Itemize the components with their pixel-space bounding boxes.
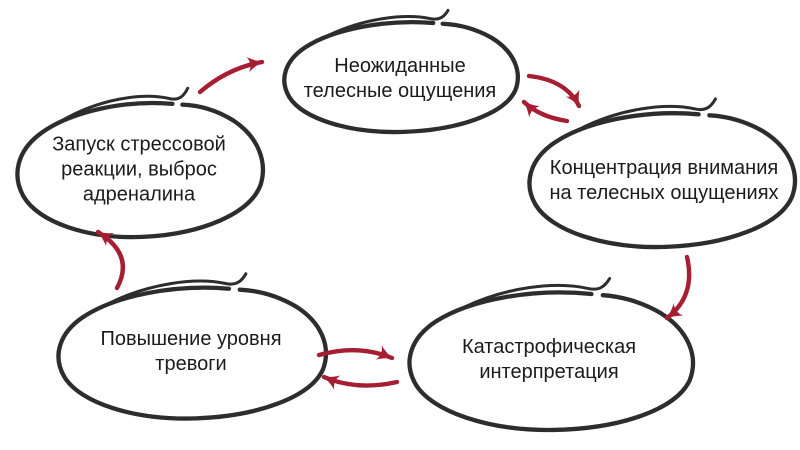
arrow-stress-response-to-unexpected-sensations xyxy=(197,56,265,95)
arrow-anxiety-increase-to-stress-response xyxy=(95,229,126,291)
node-label-line: телесные ощущения xyxy=(303,80,497,102)
node-label-line: адреналина xyxy=(82,183,196,206)
node-label-line: тревоги xyxy=(155,353,227,375)
node-label-line: Запуск стрессовой xyxy=(52,133,226,156)
arrow-attention-concentration-to-catastrophic-interpretation xyxy=(664,254,692,321)
node-anxiety-increase: Повышение уровня тревоги xyxy=(100,327,281,377)
node-unexpected-sensations: Неожиданные телесные ощущения xyxy=(304,54,497,104)
node-label-line: реакции, выброс xyxy=(61,158,217,181)
node-stress-response: Запуск стрессовой реакции, выброс адрена… xyxy=(52,133,226,208)
node-label-line: Неожиданные xyxy=(334,55,466,77)
node-label-line: Катастрофическая xyxy=(461,336,637,358)
node-catastrophic-interpretation: Катастрофическая интерпретация xyxy=(462,335,636,385)
arrow-attention-concentration-to-unexpected-sensations xyxy=(521,99,570,124)
node-label-line: на телесных ощущениях xyxy=(549,182,779,204)
arrow-unexpected-sensations-to-attention-concentration xyxy=(526,73,582,109)
node-attention-concentration: Концентрация внимания на телесных ощущен… xyxy=(549,156,778,206)
node-label-line: Концентрация внимания xyxy=(549,157,779,179)
arrow-catastrophic-interpretation-to-anxiety-increase xyxy=(321,374,400,390)
node-label-line: интерпретация xyxy=(479,361,619,383)
node-label-line: Повышение уровня xyxy=(100,328,282,350)
arrow-anxiety-increase-to-catastrophic-interpretation xyxy=(316,345,395,361)
